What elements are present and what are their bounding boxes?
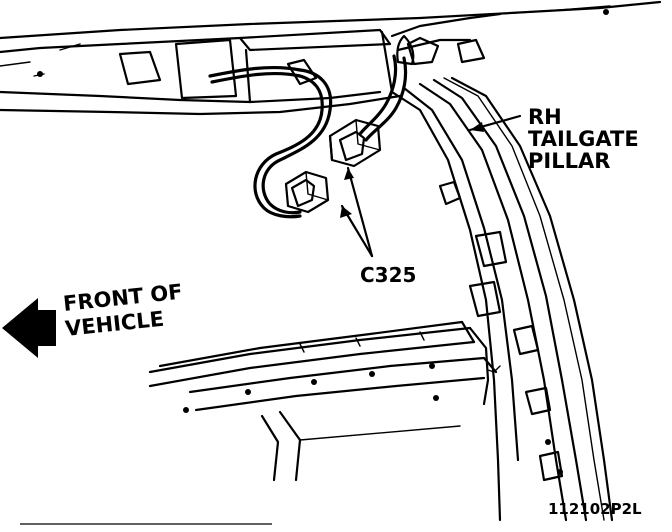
wire-harness [208, 34, 415, 219]
tailgate-pillar [390, 76, 614, 522]
pillar-label-line3: PILLAR [528, 149, 610, 173]
figure-number: 112102P2L [548, 500, 642, 518]
pillar-label-line2: TAILGATE [528, 127, 639, 151]
connector-c325 [284, 118, 382, 214]
front-arrow-icon [2, 298, 56, 358]
pillar-label-line1: RH [528, 105, 562, 129]
floor-structure [148, 320, 498, 482]
roof-rail [0, 0, 662, 116]
leader-lines [340, 114, 522, 258]
connector-label: C325 [360, 263, 416, 287]
